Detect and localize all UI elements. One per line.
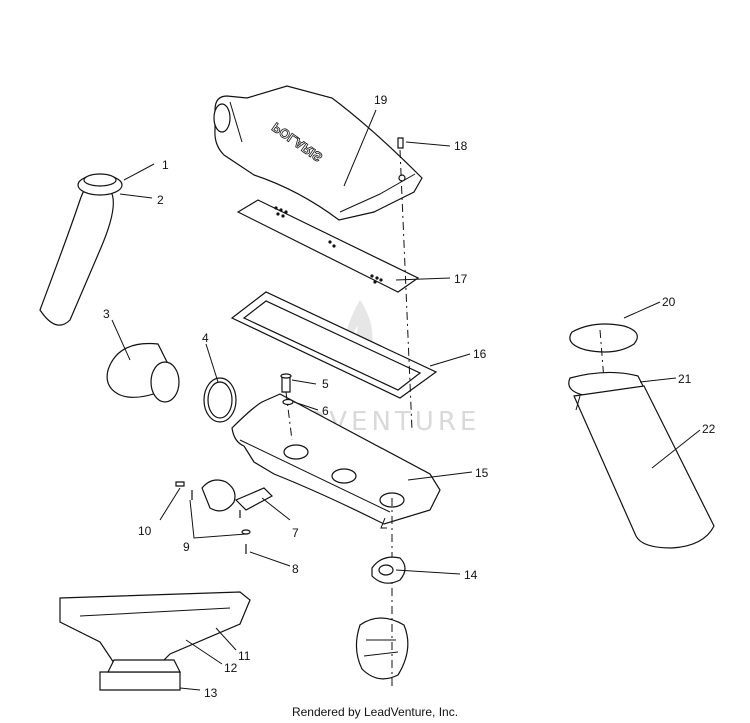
part-14-flange-gasket: [371, 556, 406, 584]
callout-22: 22: [702, 422, 716, 436]
callout-2: 2: [157, 193, 164, 207]
part-5-6-screw-washer: [280, 373, 294, 406]
callout-5: 5: [322, 377, 329, 391]
callout-8: 8: [292, 562, 299, 576]
leader-lines: [111, 109, 701, 691]
part-20-22-duct: [568, 323, 715, 549]
assembly-centerlines: [285, 149, 605, 690]
part-16-gasket: [230, 291, 438, 399]
callout-10: 10: [138, 524, 152, 538]
part-17-filter-plate: [236, 199, 420, 293]
callout-20: 20: [662, 295, 676, 309]
part-7-10-bracket-hardware: [175, 479, 273, 554]
callout-15: 15: [475, 466, 489, 480]
callout-19: 19: [374, 93, 388, 107]
part-1-2-intake-tube: [39, 173, 123, 326]
callout-7: 7: [292, 526, 299, 540]
part-18-screw: [397, 137, 404, 149]
callout-21: 21: [678, 372, 692, 386]
callout-18: 18: [454, 139, 468, 153]
part-4-clamp: [203, 377, 237, 423]
part-3-elbow: [106, 342, 180, 403]
callout-14: 14: [464, 568, 478, 582]
callout-16: 16: [473, 347, 487, 361]
callout-4: 4: [202, 331, 209, 345]
carburetor-sketch: [355, 617, 409, 680]
callout-labels: 1 2 3 4 5 6 7 8 9 10 11 12 13 14 15 16 1…: [103, 93, 716, 700]
footer-credit: Rendered by LeadVenture, Inc.: [291, 705, 459, 719]
part-15-airbox-base: [231, 393, 441, 529]
callout-9: 9: [183, 540, 190, 554]
callout-12: 12: [224, 661, 238, 675]
part-19-airbox-cover: POLARIS: [213, 85, 423, 221]
callout-3: 3: [103, 307, 110, 321]
callout-13: 13: [204, 686, 218, 700]
callout-11: 11: [238, 649, 251, 663]
callout-1: 1: [162, 158, 169, 172]
callout-17: 17: [454, 272, 468, 286]
callout-6: 6: [322, 404, 329, 418]
part-11-13-manifold: [59, 591, 251, 691]
